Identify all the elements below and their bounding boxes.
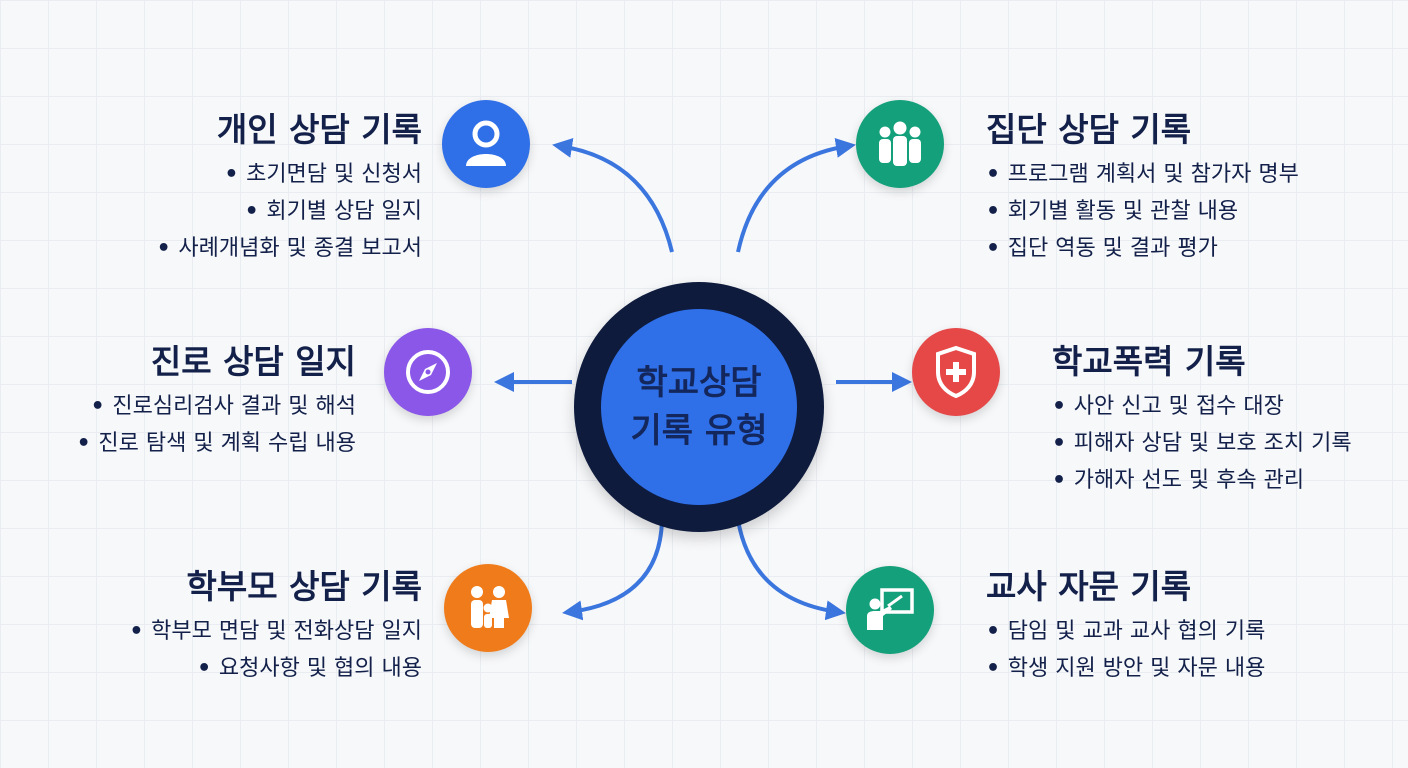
node-parent-text: 학부모 상담 기록 학부모 면담 및 전화상담 일지 요청사항 및 협의 내용 bbox=[129, 565, 422, 687]
hub-title-line-1: 학교상담 bbox=[636, 363, 762, 403]
list-item: 학부모 면담 및 전화상담 일지 bbox=[129, 613, 422, 650]
list-item: 사례개념화 및 종결 보고서 bbox=[157, 230, 422, 267]
list-item: 프로그램 계획서 및 참가자 명부 bbox=[986, 156, 1299, 193]
node-career-list: 진로심리검사 결과 및 해석 진로 탐색 및 계획 수립 내용 bbox=[77, 388, 356, 462]
arrow-to-parent bbox=[562, 519, 664, 621]
node-teacher-list: 담임 및 교과 교사 협의 기록 학생 지원 방안 및 자문 내용 bbox=[986, 613, 1266, 687]
hub-title-line-2: 기록 유형 bbox=[630, 411, 768, 451]
node-individual-title: 개인 상담 기록 bbox=[216, 110, 422, 149]
node-individual-list: 초기면담 및 신청서 회기별 상담 일지 사례개념화 및 종결 보고서 bbox=[157, 156, 422, 267]
central-hub: 학교상담 기록 유형 bbox=[574, 282, 824, 532]
list-item: 회기별 상담 일지 bbox=[157, 193, 422, 230]
list-item: 초기면담 및 신청서 bbox=[157, 156, 422, 193]
list-item: 사안 신고 및 접수 대장 bbox=[1052, 388, 1352, 425]
arrow-to-individual bbox=[552, 137, 674, 253]
hub-label: 학교상담 기록 유형 bbox=[601, 309, 797, 505]
group-icon bbox=[856, 100, 944, 188]
list-item: 가해자 선도 및 후속 관리 bbox=[1052, 462, 1352, 499]
user-icon bbox=[442, 100, 530, 188]
list-item: 진로 탐색 및 계획 수립 내용 bbox=[77, 425, 356, 462]
node-parent-list: 학부모 면담 및 전화상담 일지 요청사항 및 협의 내용 bbox=[129, 613, 422, 687]
compass-icon bbox=[384, 328, 472, 416]
node-teacher-title: 교사 자문 기록 bbox=[986, 567, 1192, 606]
list-item: 회기별 활동 및 관찰 내용 bbox=[986, 193, 1299, 230]
teacher-icon bbox=[846, 566, 934, 654]
node-parent-title: 학부모 상담 기록 bbox=[186, 567, 423, 606]
arrow-to-group bbox=[736, 137, 856, 253]
family-icon bbox=[444, 564, 532, 652]
node-career-title: 진로 상담 일지 bbox=[150, 342, 356, 381]
list-item: 집단 역동 및 결과 평가 bbox=[986, 230, 1299, 267]
node-teacher-text: 교사 자문 기록 담임 및 교과 교사 협의 기록 학생 지원 방안 및 자문 … bbox=[986, 565, 1265, 687]
list-item: 피해자 상담 및 보호 조치 기록 bbox=[1052, 425, 1352, 462]
shield-icon bbox=[912, 328, 1000, 416]
node-group-list: 프로그램 계획서 및 참가자 명부 회기별 활동 및 관찰 내용 집단 역동 및… bbox=[986, 156, 1299, 267]
node-career-text: 진로 상담 일지 진로심리검사 결과 및 해석 진로 탐색 및 계획 수립 내용 bbox=[77, 340, 356, 462]
list-item: 진로심리검사 결과 및 해석 bbox=[77, 388, 356, 425]
node-individual-text: 개인 상담 기록 초기면담 및 신청서 회기별 상담 일지 사례개념화 및 종결… bbox=[157, 108, 422, 267]
node-group-text: 집단 상담 기록 프로그램 계획서 및 참가자 명부 회기별 활동 및 관찰 내… bbox=[986, 108, 1299, 267]
node-violence-title: 학교폭력 기록 bbox=[1052, 342, 1246, 381]
node-violence-text: 학교폭력 기록 사안 신고 및 접수 대장 피해자 상담 및 보호 조치 기록 … bbox=[1052, 340, 1352, 499]
node-violence-list: 사안 신고 및 접수 대장 피해자 상담 및 보호 조치 기록 가해자 선도 및… bbox=[1052, 388, 1352, 499]
node-group-title: 집단 상담 기록 bbox=[986, 110, 1192, 149]
list-item: 요청사항 및 협의 내용 bbox=[129, 650, 422, 687]
arrow-to-teacher bbox=[736, 519, 846, 621]
list-item: 학생 지원 방안 및 자문 내용 bbox=[986, 650, 1266, 687]
list-item: 담임 및 교과 교사 협의 기록 bbox=[986, 613, 1266, 650]
